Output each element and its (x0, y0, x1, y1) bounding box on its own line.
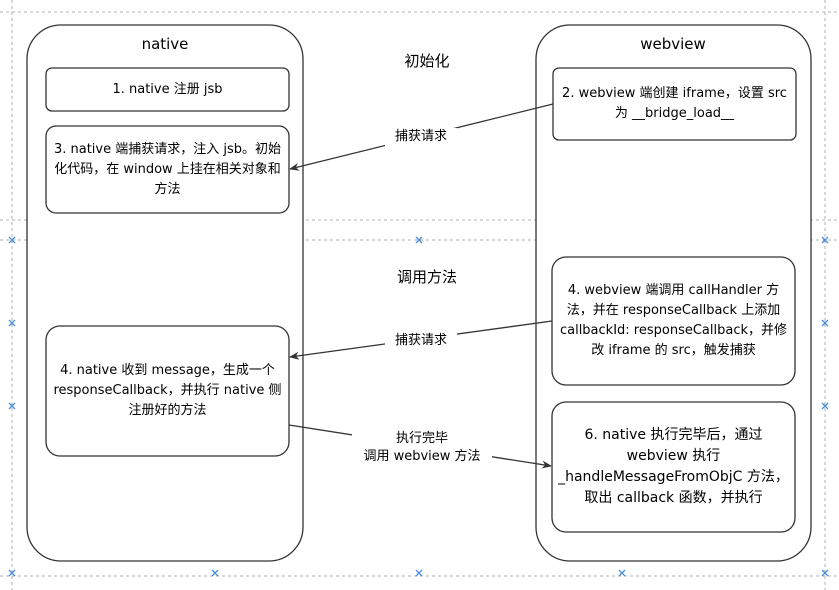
edge-label-done: 执行完毕 调用 webview 方法 (352, 430, 492, 466)
edge-label-done-line1: 执行完毕 (395, 431, 448, 446)
step3-text: 3. native 端捕获请求，注入 jsb。初始化代码，在 window 上挂… (53, 141, 282, 197)
step6-text: 6. native 执行完毕后，通过 webview 执行 _handleMes… (558, 427, 789, 506)
edge-label-capture-1: 捕获请求 (385, 128, 457, 146)
step4-webview-text: 4. webview 端调用 callHandler 方法，并在 respons… (559, 283, 788, 358)
step4-native-text: 4. native 收到 message，生成一个 responseCallba… (53, 363, 282, 418)
edge-label-done-line2: 调用 webview 方法 (363, 449, 481, 464)
step1-text: 1. native 注册 jsb (112, 81, 223, 97)
section-init-label: 初始化 (404, 52, 450, 70)
step2-text: 2. webview 端创建 iframe，设置 src 为 __bridge_… (562, 86, 787, 121)
step1-box (45, 67, 290, 112)
step4-native-box (45, 325, 290, 457)
edge-label-capture-2: 捕获请求 (385, 332, 457, 350)
webview-lane-title: webview (640, 35, 706, 53)
step6-box (551, 401, 796, 533)
section-call-label: 调用方法 (396, 268, 457, 286)
native-lane-title: native (141, 35, 189, 53)
step3-box (45, 125, 290, 214)
